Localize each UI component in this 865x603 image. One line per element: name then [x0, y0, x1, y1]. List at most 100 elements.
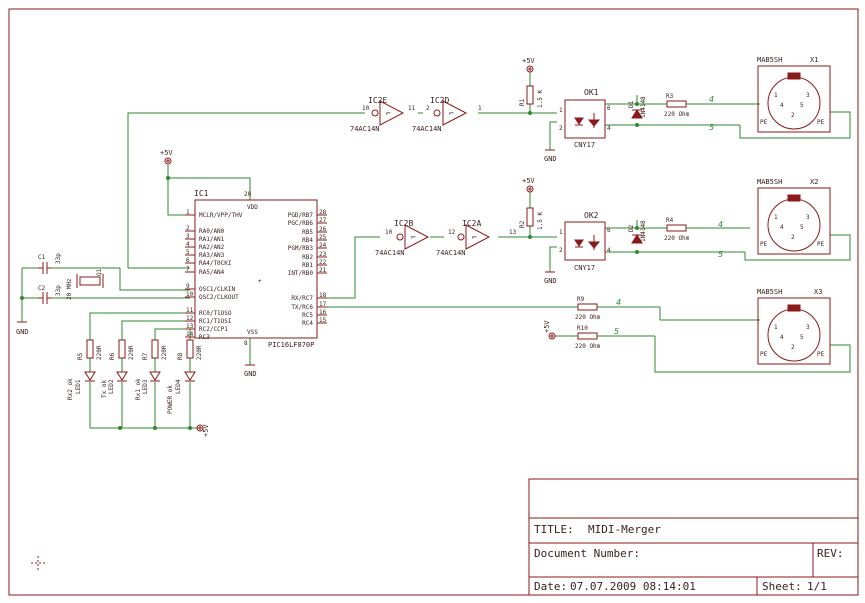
mcu-pin-label: PGD/RB7	[288, 212, 314, 219]
svg-text:20: 20	[244, 191, 252, 198]
mcu-pin-label: RA5/AN4	[199, 269, 225, 276]
svg-text:5: 5	[718, 250, 723, 259]
svg-text:+5V: +5V	[202, 424, 210, 437]
mcu-pin-number: 4	[186, 241, 190, 248]
svg-text:3: 3	[806, 92, 810, 99]
mcu-pin-number: 15	[319, 317, 327, 324]
led-led3: Rx1 ok LED3	[135, 371, 161, 400]
mcu-pin-number: 11	[186, 307, 194, 314]
inverter-ic2d: ⌐ IC2D 74AC14N 2 1	[412, 96, 482, 133]
mcu-pin-label: RX/RC7	[291, 295, 313, 302]
vcc-symbol-mcu: +5V	[160, 149, 173, 165]
midi-connector-x3: MAB5SH X3 1 3 4 5 2 PE PE	[757, 288, 831, 365]
svg-text:11: 11	[408, 105, 416, 112]
svg-text:LED4: LED4	[175, 379, 182, 394]
resistor-r6: R6 220R	[109, 339, 135, 360]
svg-text:1N4148: 1N4148	[640, 220, 647, 242]
mcu-pin-label: INT/RB0	[288, 270, 314, 277]
svg-text:GND: GND	[244, 370, 257, 378]
svg-text:5: 5	[800, 102, 804, 109]
svg-text:C2: C2	[38, 285, 46, 292]
svg-text:4: 4	[780, 102, 784, 109]
mcu-pin-label: RA4/T0CKI	[199, 260, 232, 267]
mcu-pin-number: 24	[319, 242, 327, 249]
svg-text:R3: R3	[666, 93, 674, 100]
svg-text:10: 10	[385, 229, 393, 236]
mcu-pin-number: 28	[319, 209, 327, 216]
mcu-pin-number: 10	[186, 291, 194, 298]
midi-connector-x2: MAB5SH X2 1 3 4 5 2 PE PE	[757, 178, 831, 255]
title-block: TITLE: MIDI-Merger Document Number: REV:…	[528, 478, 859, 596]
svg-text:IC2B: IC2B	[394, 219, 413, 228]
svg-text:5: 5	[709, 123, 714, 132]
svg-text:R2: R2	[519, 220, 526, 228]
svg-text:CNY17: CNY17	[574, 264, 595, 272]
mcu-pin-label: RC0/T1OSO	[199, 310, 232, 317]
mcu-pin-label: RA3/AN3	[199, 252, 225, 259]
gnd-symbol-mcu: GND	[244, 364, 257, 378]
mcu-pin-label: OSC1/CLKIN	[199, 286, 236, 293]
svg-text:2: 2	[559, 125, 563, 132]
svg-text:R6: R6	[109, 352, 116, 360]
mcu-pin-label: RC4	[302, 320, 313, 327]
svg-text:4: 4	[616, 298, 621, 307]
mcu-pin-number: 2	[186, 225, 190, 232]
svg-text:1: 1	[559, 107, 563, 114]
svg-text:1: 1	[559, 229, 563, 236]
svg-text:2: 2	[426, 105, 430, 112]
date-value: 07.07.2009 08:14:01	[570, 580, 696, 593]
svg-text:74AC14N: 74AC14N	[375, 249, 405, 257]
mcu-pin-number: 6	[186, 257, 190, 264]
capacitor-c2: C2 33p	[38, 285, 62, 304]
svg-text:Tx ok: Tx ok	[101, 380, 108, 398]
mcu-pin-label: OSC2/CLKOUT	[199, 294, 239, 301]
mcu-pin-label: RB5	[302, 229, 313, 236]
svg-text:PE: PE	[760, 351, 768, 358]
title-label: TITLE:	[534, 523, 574, 536]
svg-text:IC2A: IC2A	[462, 219, 481, 228]
svg-text:1: 1	[478, 105, 482, 112]
resistor-r7: R7 220R	[142, 339, 168, 360]
svg-text:3: 3	[806, 214, 810, 221]
mcu-pin-number: 18	[319, 292, 327, 299]
date-label: Date:	[534, 580, 567, 593]
vcc-symbol-r2: +5V	[522, 177, 535, 193]
mcu-pin-number: 1	[186, 209, 190, 216]
net-labels: 4 5 4 5 4 5	[614, 95, 723, 336]
svg-text:220R: 220R	[128, 345, 135, 360]
svg-text:10: 10	[362, 105, 370, 112]
resistor-r10: R10 220 Ohm	[575, 325, 601, 350]
svg-text:2: 2	[559, 247, 563, 254]
svg-text:1: 1	[774, 214, 778, 221]
sheet-value: 1/1	[807, 580, 827, 593]
sheet-label: Sheet:	[762, 580, 802, 593]
svg-text:4: 4	[718, 220, 723, 229]
svg-text:R1: R1	[519, 98, 526, 106]
svg-text:6: 6	[607, 105, 611, 112]
svg-text:+: +	[258, 278, 262, 285]
svg-text:220 Ohm: 220 Ohm	[575, 314, 601, 321]
mcu-pin-number: 13	[186, 323, 194, 330]
gnd-symbol-ok2: GND	[544, 271, 557, 285]
mcu-pin-label: RC2/CCP1	[199, 326, 228, 333]
mcu-pin-number: 7	[186, 266, 190, 273]
svg-text:6: 6	[607, 227, 611, 234]
svg-text:MAB5SH: MAB5SH	[757, 288, 782, 296]
svg-text:+5V: +5V	[522, 57, 535, 65]
svg-text:1.5 K: 1.5 K	[537, 212, 544, 230]
mcu-pin-number: 16	[319, 309, 327, 316]
mcu-value: PIC16LF870P	[268, 341, 314, 349]
svg-text:LED1: LED1	[75, 379, 82, 394]
gnd-symbol-ok1: GND	[544, 149, 557, 163]
svg-text:5: 5	[800, 224, 804, 231]
svg-text:1N4148: 1N4148	[640, 96, 647, 118]
svg-text:Rx1 ok: Rx1 ok	[135, 378, 142, 400]
svg-text:GND: GND	[544, 155, 557, 163]
svg-text:3: 3	[806, 324, 810, 331]
mcu-pin-number: 14	[186, 331, 194, 338]
svg-text:2: 2	[791, 234, 795, 241]
svg-text:OK2: OK2	[584, 211, 599, 220]
vcc-symbol-leds: +5V	[196, 424, 210, 437]
